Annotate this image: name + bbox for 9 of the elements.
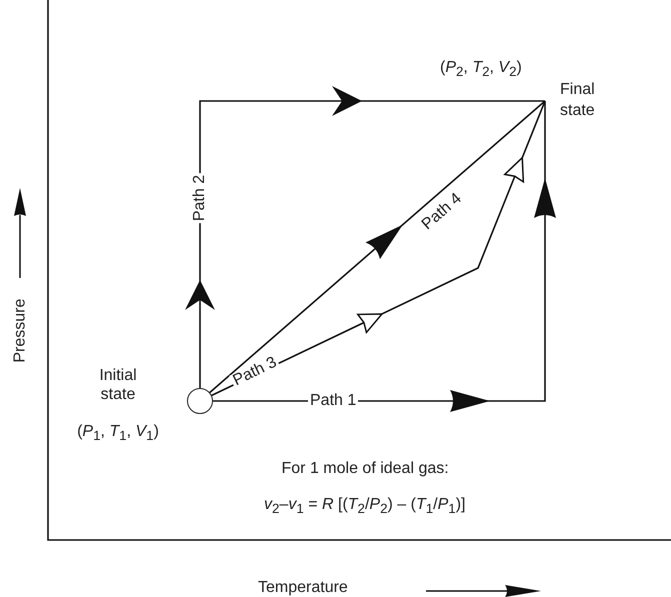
- note-text: For 1 mole of ideal gas:: [282, 458, 449, 478]
- equation: v$_{2}$–v$_{1}$ = R [(T$_{2}$/P$_{2}$) – (T$_{1}$/P$_{1}$)]: [264, 495, 466, 518]
- state-caption: (P$_{2}$, T$_{2}$, V$_{2}$): [440, 58, 523, 80]
- state-label: Final state: [545, 80, 615, 128]
- state-caption: Initial state: [98, 366, 138, 404]
- state-caption: (P$_{1}$, T$_{1}$, V$_{1}$): [76, 422, 160, 444]
- axis-title: Temperature: [258, 578, 348, 597]
- axis-title: Pressure: [10, 298, 30, 362]
- state-circle: [187, 388, 213, 414]
